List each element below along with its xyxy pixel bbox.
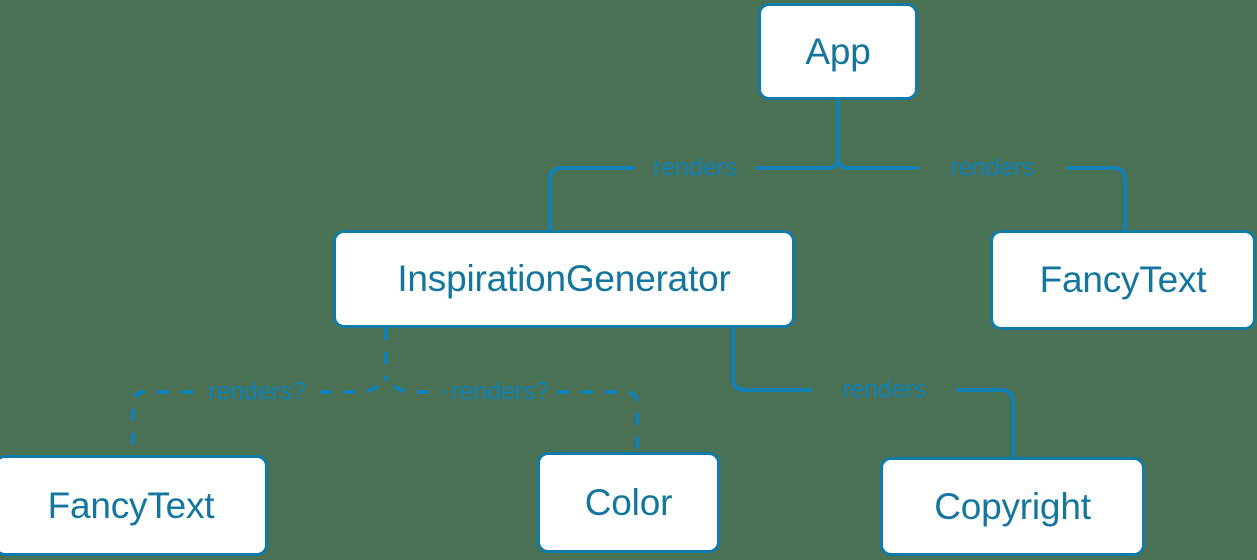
edge-inspiration-generator-to-copyright	[731, 326, 1015, 459]
edge-app-to-fancytext-right	[836, 156, 1127, 232]
node-copyright[interactable]: Copyright	[880, 457, 1145, 556]
edge-inspiration-generator-to-color	[392, 384, 639, 452]
node-fancytext-bottom[interactable]: FancyText	[0, 455, 268, 556]
edge-label-inspiration-generator-to-fancytext-bottom: renders?	[208, 377, 306, 406]
edge-label-inspiration-generator-to-copyright: renders	[841, 375, 927, 404]
edge-label-app-to-inspiration-generator: renders	[652, 153, 738, 182]
node-color[interactable]: Color	[537, 452, 720, 553]
edge-label-inspiration-generator-to-color: renders?	[451, 377, 549, 406]
node-fancytext-right[interactable]: FancyText	[990, 230, 1256, 330]
node-app[interactable]: App	[758, 3, 918, 100]
edge-inspiration-generator-to-fancytext-bottom	[131, 328, 388, 455]
node-inspiration-generator[interactable]: InspirationGenerator	[333, 230, 795, 328]
edge-label-app-to-fancytext-right: renders	[949, 153, 1035, 182]
